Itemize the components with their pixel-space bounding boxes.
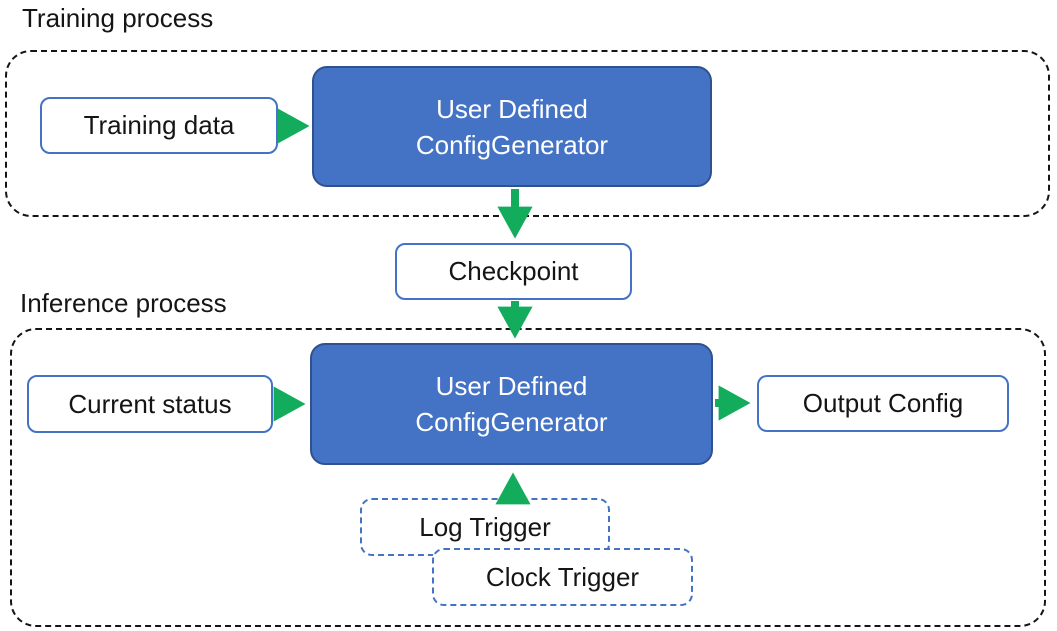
config-generator-training-line2: ConfigGenerator: [415, 129, 609, 160]
output-config-node: Output Config: [757, 375, 1009, 432]
config-generator-training-line1: User Defined: [436, 93, 588, 124]
training-data-node: Training data: [40, 97, 278, 154]
config-generator-inference-line1: User Defined: [435, 371, 588, 401]
current-status-node: Current status: [27, 375, 273, 433]
clock-trigger-node: Clock Trigger: [432, 548, 693, 606]
config-generator-inference-line2: ConfigGenerator: [415, 407, 608, 437]
training-process-label: Training process: [22, 3, 214, 33]
inference-process-label: Inference process: [20, 288, 227, 318]
config-generator-training-node: User Defined ConfigGenerator: [312, 66, 712, 187]
config-generator-inference-node: User Defined ConfigGenerator: [310, 343, 713, 465]
checkpoint-node: Checkpoint: [395, 243, 632, 300]
log-trigger-node: Log Trigger: [360, 498, 610, 556]
